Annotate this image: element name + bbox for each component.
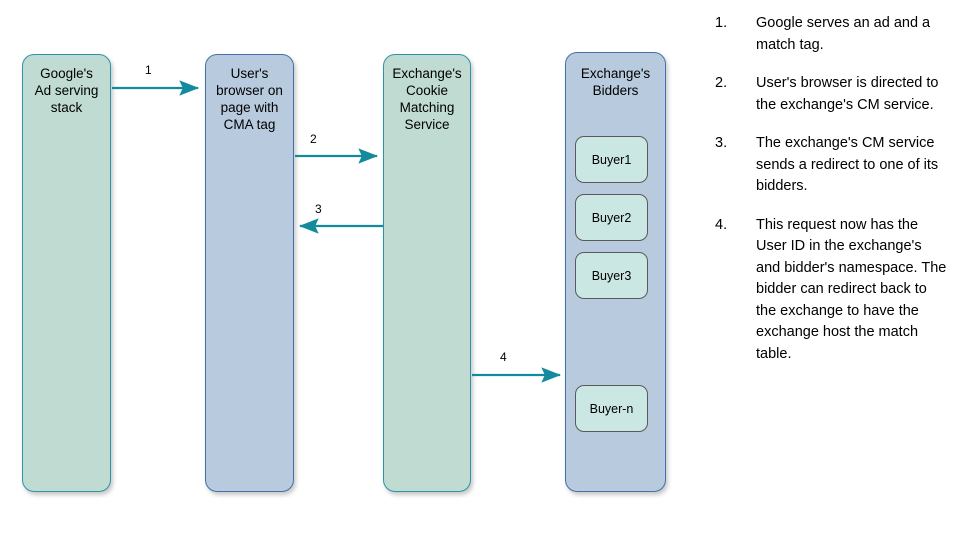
step-number: 2. <box>715 75 728 91</box>
list-item: 3. The exchange's CM service sends a red… <box>707 133 947 198</box>
node-google-line-2: Ad serving <box>34 83 99 98</box>
node-cms-line-1: Exchange's <box>392 66 462 81</box>
steps-list: 1. Google serves an ad and a match tag. … <box>707 13 947 382</box>
step-number: 3. <box>715 135 728 151</box>
node-google-line-3: stack <box>50 100 83 115</box>
node-exchange-cookie-matching-service[interactable]: Exchange's Cookie Matching Service <box>383 54 471 492</box>
step-text: Google serves an ad and a match tag. <box>756 15 931 53</box>
arrow-label-3: 3 <box>315 202 322 216</box>
step-number: 1. <box>715 15 728 31</box>
step-text: The exchange's CM service sends a redire… <box>756 135 939 194</box>
buyer-box[interactable]: Buyer2 <box>575 194 648 241</box>
list-item: 2. User's browser is directed to the exc… <box>707 73 947 116</box>
node-bidders-line-2: Bidders <box>592 83 639 98</box>
buyer-box[interactable]: Buyer1 <box>575 136 648 183</box>
step-number: 4. <box>715 216 728 233</box>
node-user-browser[interactable]: User's browser on page with CMA tag <box>205 54 294 492</box>
node-cms-line-3: Matching <box>399 100 455 115</box>
node-google-ad-serving-stack[interactable]: Google's Ad serving stack <box>22 54 111 492</box>
buyer-box[interactable]: Buyer3 <box>575 252 648 299</box>
list-item: 4. This request now has the User ID in t… <box>707 215 947 366</box>
node-browser-line-2: browser on <box>216 83 283 98</box>
buyer-box[interactable]: Buyer-n <box>575 385 648 432</box>
node-bidders-line-1: Exchange's <box>580 66 651 81</box>
node-google-line-1: Google's <box>40 66 93 81</box>
arrow-label-4: 4 <box>500 350 507 364</box>
node-browser-line-4: CMA tag <box>223 117 276 132</box>
list-item: 1. Google serves an ad and a match tag. <box>707 13 947 56</box>
step-text: This request now has the User ID in the … <box>756 216 947 362</box>
arrow-label-1: 1 <box>145 63 152 77</box>
arrow-label-2: 2 <box>310 132 317 146</box>
node-cms-line-2: Cookie <box>405 83 449 98</box>
node-cms-line-4: Service <box>404 117 450 132</box>
node-browser-line-1: User's <box>230 66 269 81</box>
step-text: User's browser is directed to the exchan… <box>756 75 939 113</box>
node-browser-line-3: page with <box>220 100 279 115</box>
